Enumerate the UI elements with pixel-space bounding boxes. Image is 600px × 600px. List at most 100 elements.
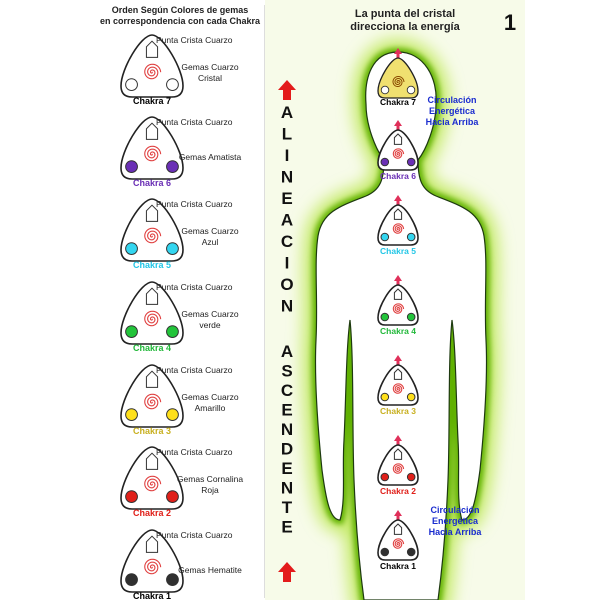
vertical-letter: N [281, 297, 293, 316]
energy-arrow-icon [394, 275, 402, 287]
left-chakra-3-gem-left [125, 408, 138, 421]
left-chakra-7-crystal-label: Punta Crista Cuarzo [156, 35, 233, 45]
body-chakra-2-gem-right [406, 472, 416, 482]
vertical-letter: E [281, 189, 292, 208]
left-chakra-4-gem-label: verde [199, 320, 221, 330]
body-chakra-1: Chakra 1 [377, 510, 419, 571]
left-chakra-5-crystal-point [145, 204, 159, 222]
left-chakra-4-gem-right [166, 325, 179, 338]
vertical-letter: D [281, 440, 293, 459]
body-chakra-column: Chakra 7 Chakra 6 Chakra 5 Chakra 4 Chakra 3… [377, 48, 419, 571]
body-chakra-5: Chakra 5 [377, 195, 419, 256]
body-chakra-6: Chakra 6 [377, 120, 419, 181]
energy-arrow-icon [394, 195, 402, 207]
left-chakra-4-name: Chakra 4 [133, 343, 171, 353]
left-chakra-1-spiral [144, 558, 162, 575]
left-chakra-7-gem-left [125, 78, 138, 91]
left-chakra-5-spiral [144, 227, 162, 244]
vertical-letter: L [282, 125, 292, 144]
left-chakra-3-crystal-label: Punta Crista Cuarzo [156, 365, 233, 375]
right-title-line-1: La punta del cristal [355, 8, 455, 20]
left-chakra-1-gem-left [125, 573, 138, 586]
body-chakra-3-crystal-point [393, 368, 403, 380]
body-chakra-7-gem-left [380, 85, 390, 95]
body-chakra-5-crystal-point [393, 208, 403, 220]
circulation-label-bottom: Circulación Energética Hacia Arriba [429, 505, 483, 537]
vertical-letter: A [281, 342, 293, 361]
body-chakra-4-gem-right [406, 312, 416, 322]
arrow-up-icon [278, 562, 296, 582]
body-chakra-4-crystal-point [393, 288, 403, 300]
left-chakra-2-crystal-point [145, 452, 159, 470]
vertical-letter: A [281, 211, 293, 230]
left-chakra-2-crystal-label: Punta Crista Cuarzo [156, 447, 233, 457]
left-chakra-1-crystal-point [145, 535, 159, 553]
right-title-line-2: direcciona la energía [350, 21, 460, 33]
circulation-top-line-3: Hacia Arriba [426, 117, 480, 127]
left-chakra-7-gem-label: Gemas Cuarzo [181, 62, 238, 72]
left-chakra-4-gem-left [125, 325, 138, 338]
left-chakra-5-gem-right [166, 242, 179, 255]
body-chakra-4-gem-left [380, 312, 390, 322]
left-chakra-3-gem-label: Gemas Cuarzo [181, 392, 238, 402]
left-chakra-4-crystal-label: Punta Crista Cuarzo [156, 282, 233, 292]
left-chakra-4-crystal-point [145, 287, 159, 305]
left-chakra-5-gem-left [125, 242, 138, 255]
vertical-letter: N [281, 168, 293, 187]
body-chakra-6-gem-left [380, 157, 390, 167]
left-chakra-1-name: Chakra 1 [133, 591, 171, 600]
body-chakra-7-spiral [392, 75, 405, 88]
body-chakra-4-name: Chakra 4 [380, 326, 416, 336]
circulation-bottom-line-1: Circulación [430, 505, 479, 515]
body-chakra-1-spiral [392, 538, 405, 549]
body-chakra-6-crystal-point [393, 133, 403, 145]
body-chakra-2: Chakra 2 [377, 435, 419, 496]
body-chakra-6-gem-right [406, 157, 416, 167]
left-chakra-6-crystal-point [145, 122, 159, 140]
vertical-letter: N [281, 479, 293, 498]
left-chakra-1-gem-right [166, 573, 179, 586]
circulation-bottom-line-2: Energética [432, 516, 479, 526]
body-chakra-2-spiral [392, 463, 405, 474]
vertical-letter: E [281, 518, 292, 537]
energy-arrow-icon [394, 510, 402, 522]
left-chakra-2-spiral [144, 475, 162, 492]
left-title-line-1: Orden Según Colores de gemas [112, 5, 249, 15]
left-chakra-5-gem-label: Azul [202, 237, 219, 247]
left-chakra-2-gem-left [125, 490, 138, 503]
body-chakra-1-name: Chakra 1 [380, 561, 416, 571]
left-chakra-6-crystal-label: Punta Crista Cuarzo [156, 117, 233, 127]
left-chakra-7-crystal-point [145, 40, 159, 58]
body-chakra-3: Chakra 3 [377, 355, 419, 416]
vertical-letter: E [281, 459, 292, 478]
body-chakra-7: Chakra 7 [377, 48, 419, 107]
body-chakra-7-name: Chakra 7 [380, 97, 416, 107]
left-chakra-3-gem-label: Amarillo [195, 403, 226, 413]
vertical-letter: N [281, 420, 293, 439]
left-chakra-7-spiral [144, 63, 162, 80]
left-chakra-2-name: Chakra 2 [133, 508, 171, 518]
left-chakra-2-gem-label: Gemas Cornalina [177, 474, 243, 484]
body-chakra-1-crystal-point [393, 523, 403, 535]
vertical-letter: C [281, 232, 293, 251]
body-chakra-4-spiral [392, 303, 405, 314]
left-chakra-1-gem-label: Gemas Hematite [178, 565, 242, 575]
left-chakra-6-gem-left [125, 160, 138, 173]
left-chakra-7-gem-label: Cristal [198, 73, 222, 83]
vertical-letter: I [285, 146, 290, 165]
body-aura [302, 38, 500, 600]
body-chakra-1-gem-right [406, 547, 416, 557]
left-chakra-7-gem-right [166, 78, 179, 91]
left-chakra-5-crystal-label: Punta Crista Cuarzo [156, 199, 233, 209]
left-chakra-3-name: Chakra 3 [133, 426, 171, 436]
left-chakra-4-spiral [144, 310, 162, 327]
energy-arrow-icon [394, 120, 402, 132]
